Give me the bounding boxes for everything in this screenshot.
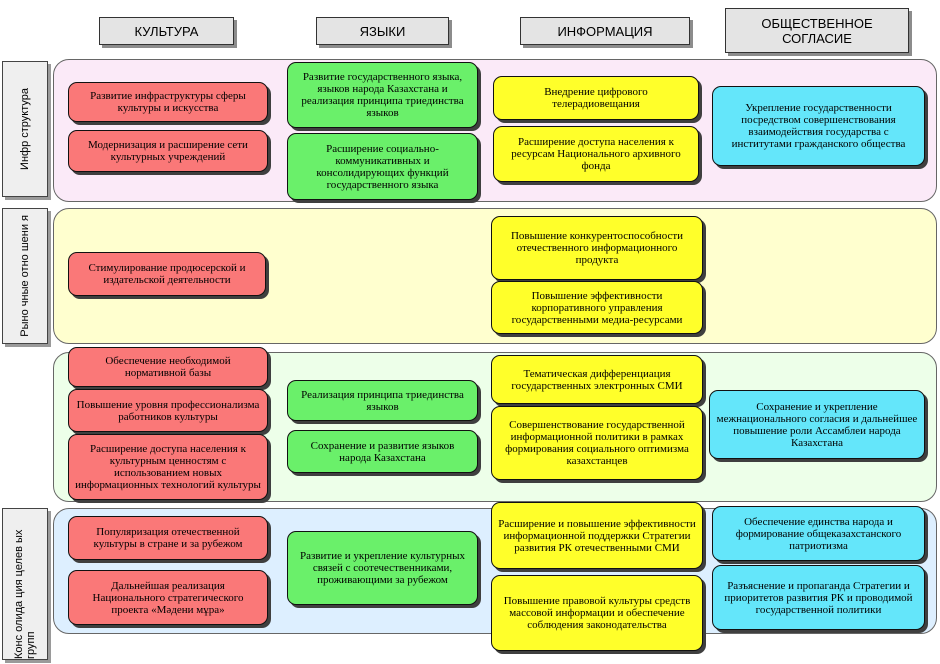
- information-strategy-support: Расширение и повышение эффективности инф…: [491, 502, 703, 569]
- side-label-market: Рыно чные отно шени я: [2, 208, 48, 344]
- header-information: ИНФОРМАЦИЯ: [520, 17, 690, 45]
- information-policy-improvement: Совершенствование государственной информ…: [491, 406, 703, 480]
- culture-network-modernization: Модернизация и расширение сети культурны…: [68, 130, 268, 172]
- culture-popularization: Популяризация отечественной культуры в с…: [68, 516, 268, 560]
- information-archive-access: Расширение доступа населения к ресурсам …: [493, 126, 699, 182]
- consensus-interethnic-accord: Сохранение и укрепление межнационального…: [709, 390, 925, 459]
- consensus-statehood-strengthening: Укрепление государственности посредством…: [712, 86, 925, 166]
- information-competitiveness: Повышение конкурентоспособности отечеств…: [491, 216, 703, 280]
- culture-producer-stimulation: Стимулирование продюсерской и издательск…: [68, 252, 266, 296]
- header-consensus: ОБЩЕСТВЕННОЕ СОГЛАСИЕ: [725, 8, 909, 53]
- header-culture: КУЛЬТУРА: [99, 17, 234, 45]
- consensus-strategy-propaganda: Разъяснение и пропаганда Стратегии и при…: [712, 565, 925, 630]
- consensus-unity-patriotism: Обеспечение единства народа и формирован…: [712, 506, 925, 561]
- culture-normative-base: Обеспечение необходимой нормативной базы: [68, 347, 268, 387]
- languages-state-language-development: Развитие государственного языка, языков …: [287, 62, 478, 128]
- languages-functions-expansion: Расширение социально-коммуникативных и к…: [287, 133, 478, 200]
- information-corporate-governance: Повышение эффективности корпоративного у…: [491, 281, 703, 334]
- information-media-differentiation: Тематическая дифференциация государствен…: [491, 355, 703, 404]
- culture-professionalism: Повышение уровня профессионализма работн…: [68, 389, 268, 432]
- languages-preservation: Сохранение и развитие языков народа Каза…: [287, 430, 478, 473]
- information-legal-culture: Повышение правовой культуры средств масс…: [491, 575, 703, 651]
- culture-access-expansion: Расширение доступа населения к культурны…: [68, 434, 268, 500]
- header-languages: ЯЗЫКИ: [316, 17, 449, 45]
- culture-madeni-mura: Дальнейшая реализация Национального стра…: [68, 570, 268, 625]
- languages-compatriots-ties: Развитие и укрепление культурных связей …: [287, 531, 478, 605]
- side-label-infrastructure: Инфр структура: [2, 61, 48, 197]
- languages-trinity-principle: Реализация принципа триединства языков: [287, 380, 478, 421]
- information-digital-broadcasting: Внедрение цифрового телерадиовещания: [493, 76, 699, 120]
- culture-infrastructure-development: Развитие инфраструктуры сферы культуры и…: [68, 82, 268, 122]
- side-label-target-groups: Конс олида ция целев ых групп: [2, 508, 48, 660]
